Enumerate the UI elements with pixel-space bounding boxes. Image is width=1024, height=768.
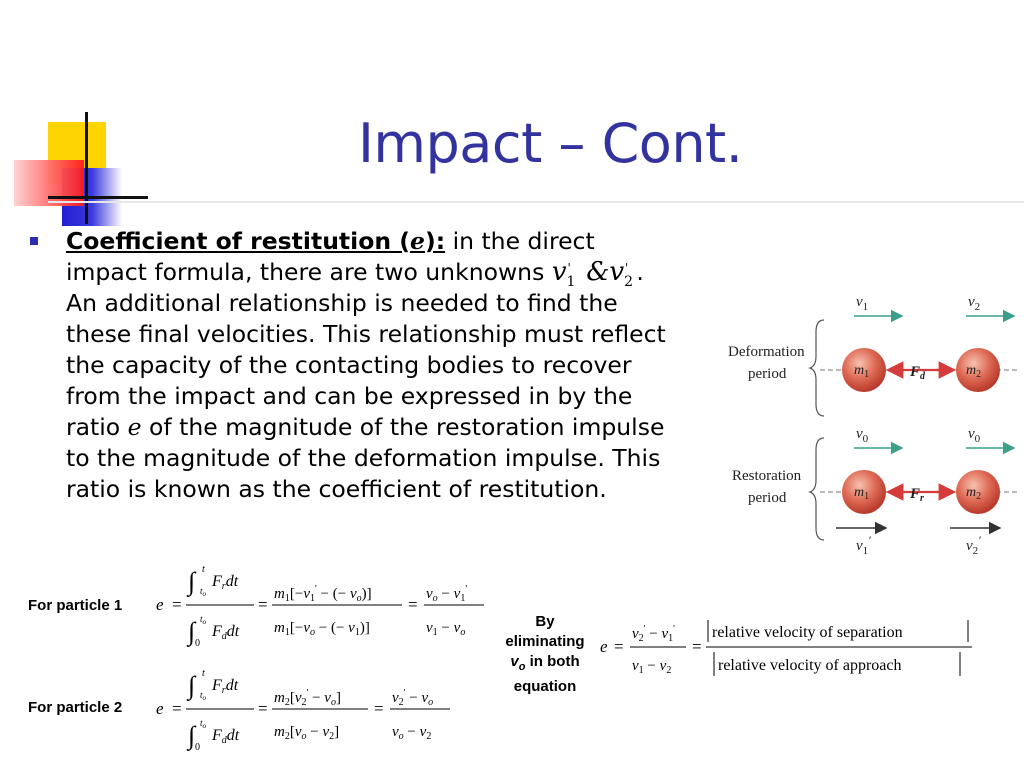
restoration-brace bbox=[808, 437, 825, 541]
svg-text:e: e bbox=[156, 699, 164, 718]
bullet-line-3: An additional relationship is needed to … bbox=[66, 289, 618, 317]
fig-v1p: v1′ bbox=[856, 533, 871, 557]
rel-separation: relative velocity of separation bbox=[712, 624, 903, 641]
bullet-line-7: ratio e of the magnitude of the restorat… bbox=[66, 413, 665, 441]
particle2-label: For particle 2 bbox=[28, 699, 123, 716]
particle1-label: For particle 1 bbox=[28, 597, 123, 614]
fig-v2-top: v2 bbox=[968, 294, 980, 313]
svg-text:vo − v2: vo − v2 bbox=[392, 724, 431, 742]
rel-approach: relative velocity of approach bbox=[718, 657, 901, 674]
fig-ball-m1-bottom bbox=[842, 470, 886, 514]
svg-text:0: 0 bbox=[195, 638, 200, 649]
bullet-line-5: the capacity of the contacting bodies to… bbox=[66, 351, 632, 379]
svg-text:to: to bbox=[200, 586, 207, 598]
eq1-e: e bbox=[156, 595, 164, 614]
ampersand: & bbox=[586, 257, 610, 287]
svg-text:to: to bbox=[200, 614, 207, 626]
decor-red-square bbox=[14, 160, 84, 206]
svg-text:∫: ∫ bbox=[186, 671, 197, 701]
eq1-int-top: ∫ bbox=[186, 567, 197, 597]
svg-text:v1 − vo: v1 − vo bbox=[426, 620, 465, 638]
svg-text:vo − v1': vo − v1' bbox=[426, 584, 467, 604]
decor-horizontal-line bbox=[48, 196, 148, 199]
unknown-v2: v2' bbox=[609, 257, 634, 291]
svg-text:=: = bbox=[172, 699, 182, 718]
fig-m1-bottom: m1 bbox=[854, 485, 869, 502]
svg-text:=: = bbox=[374, 699, 384, 718]
slide-title: Impact – Cont. bbox=[358, 112, 743, 175]
eq1-eq-a: = bbox=[172, 595, 182, 614]
bullet-line-6: from the impact and can be expressed in … bbox=[66, 382, 633, 410]
svg-text:t: t bbox=[202, 564, 205, 575]
svg-text:to: to bbox=[200, 718, 207, 730]
bullet-line-4: these final velocities. This relationshi… bbox=[66, 320, 666, 348]
svg-text:Fddt: Fddt bbox=[211, 623, 240, 642]
svg-text:e: e bbox=[600, 637, 608, 656]
term-label: Coefficient of restitution (e): bbox=[66, 227, 446, 255]
deformation-brace bbox=[808, 319, 825, 417]
svg-text:v1 − v2: v1 − v2 bbox=[632, 658, 671, 676]
decor-vertical-line bbox=[85, 112, 88, 224]
deformation-label-line1: Deformation bbox=[728, 344, 805, 360]
svg-text:to: to bbox=[200, 690, 207, 702]
svg-text:m1[−v1' − (− vo)]: m1[−v1' − (− vo)] bbox=[274, 584, 372, 604]
bullet-line-8: to the magnitude of the deformation impu… bbox=[66, 444, 661, 472]
svg-text:Frdt: Frdt bbox=[211, 573, 239, 592]
eq1-int-bottom: ∫ bbox=[186, 617, 197, 647]
svg-text:m2[vo − v2]: m2[vo − v2] bbox=[274, 724, 339, 742]
fig-fr: Fr bbox=[909, 486, 924, 504]
fig-m2-bottom: m2 bbox=[966, 485, 981, 502]
bullet-body: Coefficient of restitution (e): in the d… bbox=[66, 226, 706, 505]
svg-text:m1[−vo − (− v1)]: m1[−vo − (− v1)] bbox=[274, 620, 370, 638]
equation-particle-2: e = ∫ t to Frdt ∫ to 0 Fddt = m2[v2' − v… bbox=[156, 668, 450, 753]
svg-text:=: = bbox=[258, 699, 268, 718]
svg-text:=: = bbox=[408, 595, 418, 614]
equation-particle-1: e = ∫ t to Frdt ∫ to 0 Fddt = m1[−v1' − … bbox=[156, 564, 484, 649]
impact-figure: Deformation period v1 v2 m1 m2 Fd Restor… bbox=[728, 294, 1020, 557]
unknown-v1: v1' bbox=[551, 257, 576, 291]
svg-text:=: = bbox=[692, 637, 702, 656]
fig-m2-top: m2 bbox=[966, 363, 981, 380]
svg-text:=: = bbox=[614, 637, 624, 656]
fig-v1-top: v1 bbox=[856, 294, 868, 313]
deformation-label-line2: period bbox=[748, 366, 787, 382]
fig-ball-m2-top bbox=[956, 348, 1000, 392]
title-rule bbox=[48, 201, 1024, 203]
svg-text:=: = bbox=[258, 595, 268, 614]
fig-ball-m2-bottom bbox=[956, 470, 1000, 514]
svg-text:v2' − vo: v2' − vo bbox=[392, 688, 433, 708]
svg-text:v2' − v1': v2' − v1' bbox=[632, 624, 675, 644]
bullet-line-9: ratio is known as the coefficient of res… bbox=[66, 475, 607, 503]
bullet-line-2: impact formula, there are two unknowns v… bbox=[66, 257, 644, 291]
fig-m1-top: m1 bbox=[854, 363, 869, 380]
svg-text:Fddt: Fddt bbox=[211, 727, 240, 746]
svg-text:∫: ∫ bbox=[186, 721, 197, 751]
fig-v0-left: v0 bbox=[856, 426, 869, 445]
bullet-line-1: Coefficient of restitution (e): in the d… bbox=[66, 226, 706, 257]
svg-text:0: 0 bbox=[195, 742, 200, 753]
fig-fd: Fd bbox=[909, 364, 926, 382]
svg-text:m2[v2' − vo]: m2[v2' − vo] bbox=[274, 688, 341, 708]
fig-v2p: v2′ bbox=[966, 533, 981, 557]
fig-ball-m1-top bbox=[842, 348, 886, 392]
svg-text:Frdt: Frdt bbox=[211, 677, 239, 696]
restoration-label-line2: period bbox=[748, 490, 787, 506]
restoration-label-line1: Restoration bbox=[732, 468, 802, 484]
bullet-square-icon bbox=[30, 237, 38, 245]
equation-restitution: e = v2' − v1' v1 − v2 = relative velocit… bbox=[600, 620, 972, 676]
eliminating-note: By eliminating vo in both equation bbox=[505, 613, 585, 695]
line1-rest: in the direct bbox=[445, 227, 595, 255]
svg-text:t: t bbox=[202, 668, 205, 679]
fig-v0-right: v0 bbox=[968, 426, 981, 445]
